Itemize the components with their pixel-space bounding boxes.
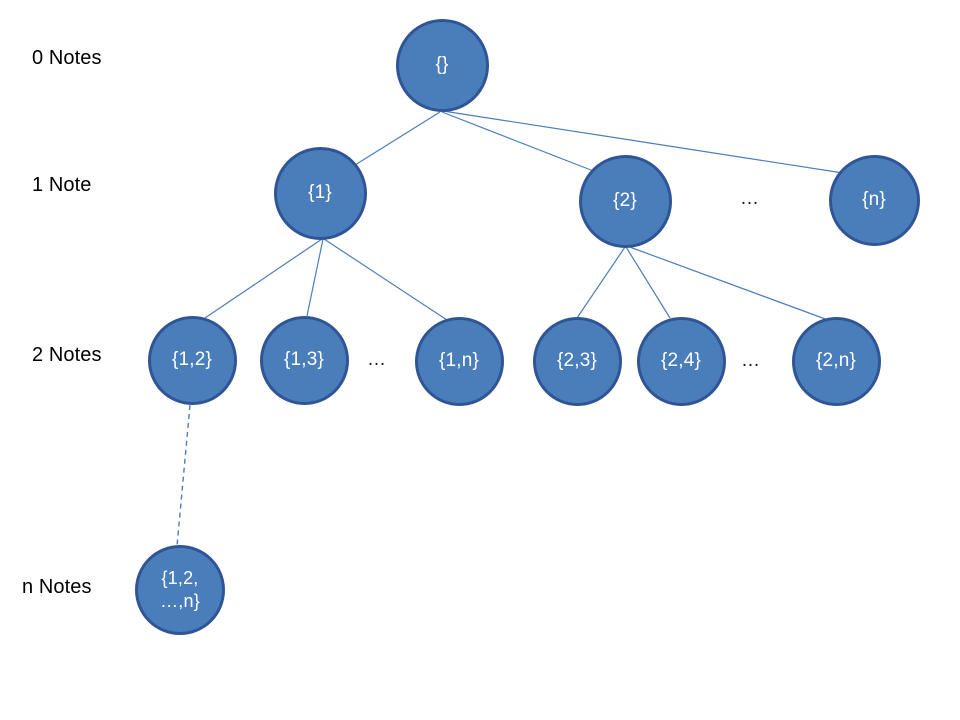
ellipsis-row2-left: … bbox=[367, 349, 387, 370]
edge-1-2-to-full bbox=[176, 404, 191, 547]
edge-empty-to-2 bbox=[441, 111, 597, 173]
node-n[interactable]: {n} bbox=[828, 154, 920, 246]
row-label-0: 0 Notes bbox=[32, 47, 102, 69]
node-2[interactable]: {2} bbox=[578, 154, 672, 248]
node-full-set[interactable]: {1,2, …,n} bbox=[135, 545, 225, 635]
edge-2-to-2-n bbox=[626, 245, 829, 321]
node-1-n[interactable]: {1,n} bbox=[414, 316, 504, 406]
row-label-2: 2 Notes bbox=[32, 344, 102, 366]
row-label-1: 1 Note bbox=[32, 174, 92, 196]
edge-empty-to-n bbox=[442, 110, 844, 174]
node-1-3[interactable]: {1,3} bbox=[259, 315, 349, 405]
edge-2-to-2-3 bbox=[576, 246, 626, 319]
node-empty-set[interactable]: {} bbox=[395, 18, 489, 112]
edge-1-to-1-n bbox=[323, 238, 448, 321]
edge-empty-to-1 bbox=[354, 111, 441, 166]
edge-2-to-2-4 bbox=[625, 246, 671, 319]
node-2-n[interactable]: {2,n} bbox=[791, 316, 881, 406]
edge-1-to-1-3 bbox=[306, 238, 324, 317]
ellipsis-row1: … bbox=[740, 188, 760, 209]
ellipsis-row2-right: … bbox=[741, 350, 761, 371]
row-label-3: n Notes bbox=[22, 576, 92, 598]
node-2-4[interactable]: {2,4} bbox=[636, 316, 726, 406]
node-2-3[interactable]: {2,3} bbox=[532, 316, 622, 406]
node-1[interactable]: {1} bbox=[273, 146, 367, 240]
edge-1-to-1-2 bbox=[204, 238, 323, 319]
node-1-2[interactable]: {1,2} bbox=[147, 315, 237, 405]
